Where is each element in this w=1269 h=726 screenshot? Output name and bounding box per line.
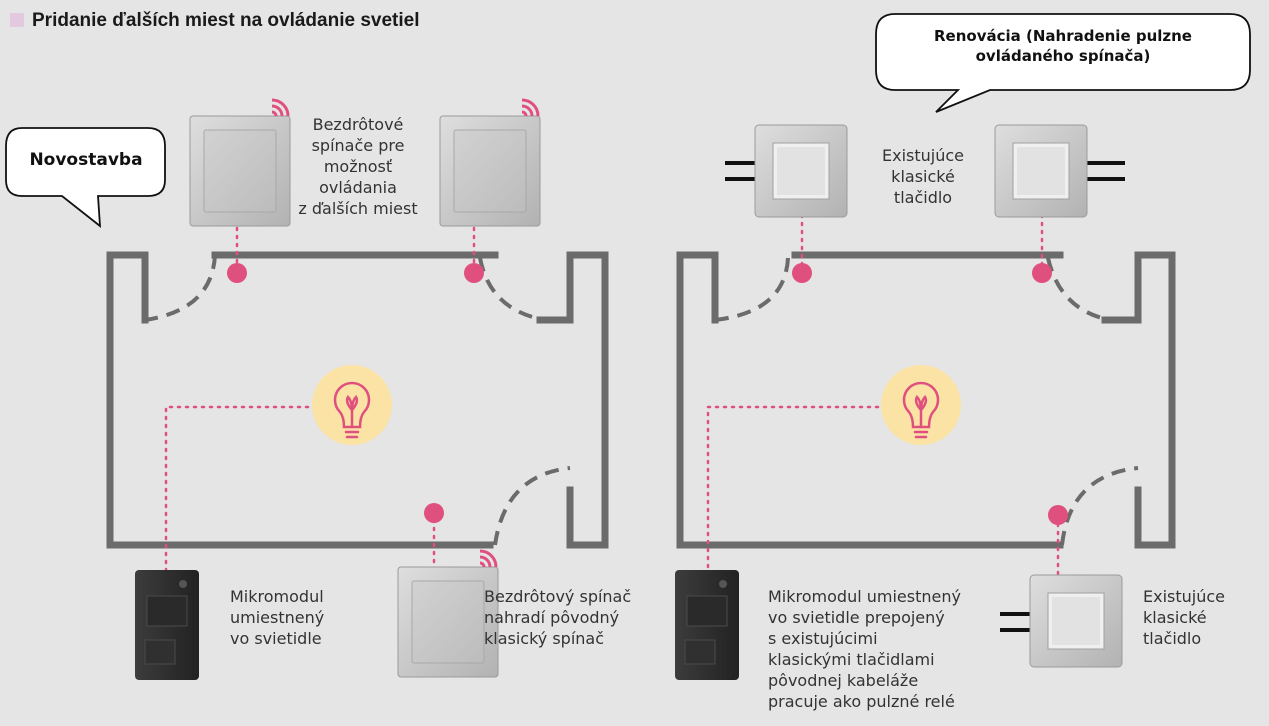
renovation-label: Renovácia (Nahradenie pulzne ovládaného … bbox=[934, 27, 1192, 65]
module-note: Mikromodul umiestnený vo svietidle bbox=[230, 587, 325, 648]
existing-button-note-bottom: Existujúce klasické tlačidlo bbox=[1143, 587, 1225, 648]
existing-button-note-top: Existujúce klasické tlačidlo bbox=[882, 146, 964, 207]
right-doors bbox=[714, 257, 1139, 546]
existing-switch-bottom bbox=[1000, 574, 1123, 668]
replace-switch-note: Bezdrôtový spínač nahradí pôvodný klasic… bbox=[484, 587, 632, 648]
right-wiring bbox=[706, 213, 1060, 577]
wireless-switch-icon bbox=[396, 549, 500, 679]
title-marker bbox=[10, 13, 24, 27]
wireless-switch-icon bbox=[438, 98, 542, 228]
micromodule-icon bbox=[674, 569, 740, 681]
new-build-label: Novostavba bbox=[29, 150, 143, 170]
wireless-switch-icon bbox=[188, 98, 292, 228]
left-connection-points bbox=[227, 263, 484, 523]
micromodule-icon bbox=[134, 569, 200, 681]
right-bulb-icon bbox=[881, 365, 961, 445]
speech-bubble bbox=[875, 13, 1251, 113]
left-walls bbox=[106, 251, 609, 549]
classic-switch-icon bbox=[1029, 574, 1123, 668]
wireless-switches-note: Bezdrôtové spínače pre možnosť ovládania… bbox=[298, 115, 418, 218]
speech-bubble bbox=[5, 127, 166, 228]
page-title: Pridanie ďalších miest na ovládanie svet… bbox=[10, 10, 420, 32]
existing-switch-top-right bbox=[994, 124, 1125, 218]
module-rewired-note: Mikromodul umiestnený vo svietidle prepo… bbox=[768, 587, 961, 711]
left-bulb-icon bbox=[312, 365, 392, 445]
classic-switch-icon bbox=[754, 124, 848, 218]
right-plan bbox=[674, 13, 1251, 681]
right-connection-points bbox=[792, 263, 1068, 525]
right-walls bbox=[676, 251, 1176, 549]
left-plan bbox=[5, 98, 609, 681]
classic-switch-icon bbox=[994, 124, 1088, 218]
existing-switch-top-left bbox=[725, 124, 848, 218]
